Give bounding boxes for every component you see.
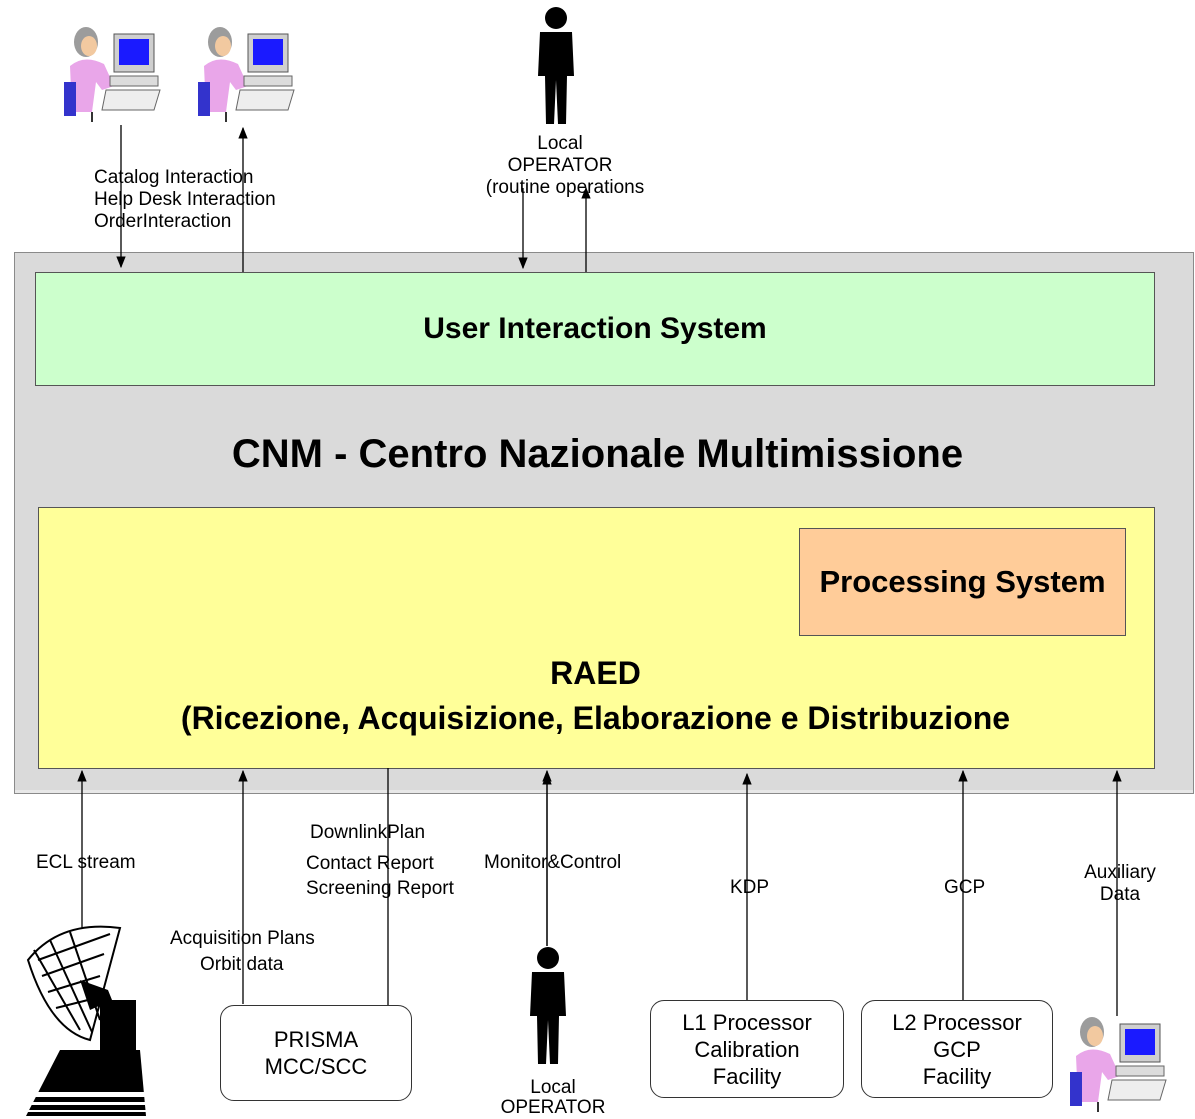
raed-title: RAED: [550, 655, 641, 691]
operator-person-icon: [530, 947, 566, 1064]
contact-report-label: Contact Report: [306, 853, 434, 874]
prisma-line1: PRISMA: [273, 1027, 359, 1052]
l2-line3: Facility: [922, 1063, 992, 1089]
l1-line3: Facility: [712, 1063, 782, 1089]
raed-subtitle: (Ricezione, Acquisizione, Elaborazione e…: [180, 700, 1011, 736]
l2-line1: L2 Processor: [892, 1009, 1022, 1035]
satellite-antenna-icon: [26, 925, 146, 1116]
l1-line1: L1 Processor: [682, 1009, 812, 1035]
user-interaction-system-label: User Interaction System: [423, 312, 767, 345]
auxiliary-label: Auxiliary: [1084, 862, 1156, 883]
order-interaction-label: OrderInteraction: [94, 211, 232, 232]
user-interaction-system-box: User Interaction System: [35, 272, 1155, 386]
auxiliary-data-label: Data: [1099, 884, 1141, 905]
processing-system-label: Processing System: [819, 564, 1106, 599]
catalog-interaction-label: Catalog Interaction: [94, 167, 254, 188]
processing-system-box: Processing System: [799, 528, 1126, 636]
operator-person-icon: [538, 7, 574, 124]
kdp-label: KDP: [730, 877, 770, 898]
prisma-line2: MCC/SCC: [264, 1054, 368, 1079]
screening-report-label: Screening Report: [306, 878, 454, 899]
user-workstation-icon: [198, 27, 295, 122]
user-workstation-icon: [64, 27, 161, 122]
ecl-stream-label: ECL stream: [36, 852, 136, 873]
l2-processor-box: L2 Processor GCP Facility: [861, 1000, 1053, 1098]
top-operator-role-label: OPERATOR: [507, 155, 613, 176]
cnm-title: CNM - Centro Nazionale Multimissione: [231, 432, 964, 476]
l2-line2: GCP: [933, 1036, 981, 1062]
bottom-operator-local-label: Local: [530, 1077, 576, 1098]
gcp-label: GCP: [944, 877, 986, 898]
helpdesk-interaction-label: Help Desk Interaction: [94, 189, 276, 210]
top-operator-routine-label: (routine operations: [485, 177, 645, 198]
bottom-operator-role-label: OPERATOR: [500, 1097, 606, 1118]
acquisition-plans-label: Acquisition Plans: [170, 928, 315, 949]
top-operator-local-label: Local: [537, 133, 583, 154]
l1-line2: Calibration: [694, 1036, 800, 1062]
orbit-data-label: Orbit data: [200, 954, 284, 975]
prisma-mcc-scc-box: PRISMA MCC/SCC: [220, 1005, 412, 1101]
downlink-plan-label: DownlinkPlan: [310, 822, 426, 843]
l1-processor-box: L1 Processor Calibration Facility: [650, 1000, 844, 1098]
user-workstation-icon: [1070, 1017, 1167, 1112]
monitor-control-label: Monitor&Control: [484, 852, 622, 873]
